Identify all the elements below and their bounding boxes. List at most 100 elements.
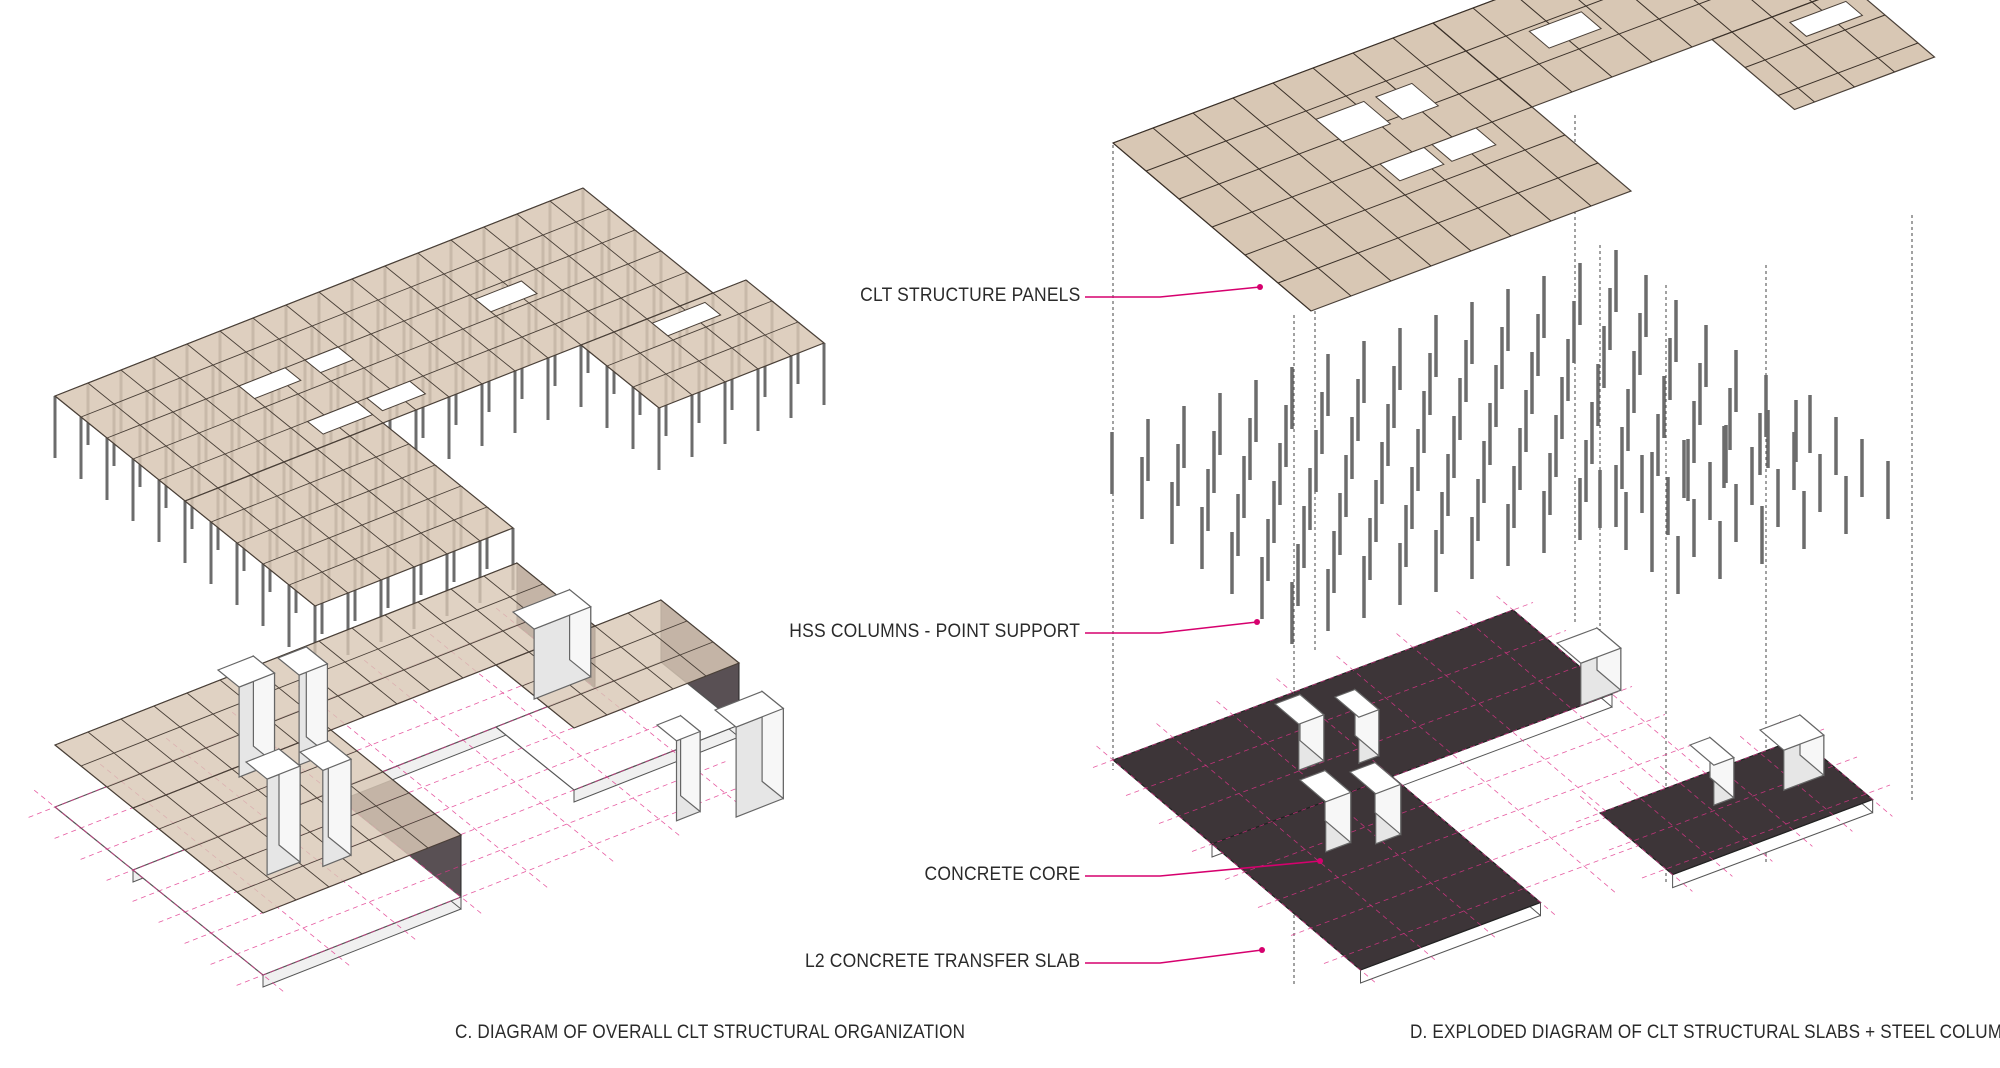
core-box <box>1758 713 1825 792</box>
grid-line <box>1578 0 1653 63</box>
core-top <box>511 589 592 630</box>
slab-opening <box>1431 127 1497 162</box>
grid-axis-line <box>1619 780 1733 877</box>
grid-axis-line <box>1779 720 1893 817</box>
diagram-d-exploded-diagram <box>1092 0 1936 985</box>
grid-line <box>318 640 398 705</box>
core-box <box>244 747 302 876</box>
grid-line <box>80 208 610 418</box>
core-box <box>276 645 329 766</box>
grid-line <box>549 200 681 307</box>
grid-line <box>106 604 570 788</box>
slab-opening <box>365 380 427 412</box>
core-top <box>1273 693 1325 725</box>
grid-axis-line <box>1224 714 1666 880</box>
grid-line <box>1472 7 1573 93</box>
grid-line <box>1277 162 1599 284</box>
grid-line <box>184 500 316 607</box>
grid-line <box>1432 22 1533 108</box>
caption-diagram-c: C. DIAGRAM OF OVERALL CLT STRUCTURAL ORG… <box>455 1022 966 1043</box>
grid-line <box>712 292 792 357</box>
grid-line <box>627 612 707 677</box>
core-box <box>713 690 785 818</box>
grid-line <box>580 279 747 346</box>
diagram-c-structural-organization <box>28 187 826 993</box>
grid-line <box>1465 0 1604 52</box>
core-top <box>216 655 276 688</box>
grid-axis-line <box>210 761 726 965</box>
upper-clt-plate <box>53 187 826 607</box>
grid-line <box>417 601 497 666</box>
leader-line <box>1085 621 1258 634</box>
transfer-slab-main <box>1111 608 1614 984</box>
slab-opening <box>1528 11 1603 49</box>
slab-opening <box>651 301 722 337</box>
core-top <box>1333 688 1380 718</box>
grid-line <box>632 321 799 388</box>
core-box <box>1348 761 1402 845</box>
core-box <box>1555 626 1622 707</box>
leader-dot <box>1317 858 1323 864</box>
grid-line <box>288 506 488 586</box>
grid-line <box>351 627 431 692</box>
grid-line <box>210 443 410 523</box>
grid-line <box>384 614 464 679</box>
slab-opening <box>1374 82 1440 120</box>
grid-axis-line <box>1257 742 1699 908</box>
grid-axis-line <box>1641 784 1891 879</box>
callout-clt-structure-panels: CLT STRUCTURE PANELS <box>859 285 1080 306</box>
callout-concrete-core: CONCRETE CORE <box>924 864 1080 885</box>
grid-line <box>1711 0 1819 40</box>
grid-line <box>349 435 481 542</box>
core-top <box>1348 761 1402 795</box>
grid-line <box>351 278 483 385</box>
grid-line <box>262 485 462 565</box>
grid-line <box>1693 0 1733 33</box>
slab-opening <box>1788 0 1864 37</box>
grid-line <box>580 344 660 409</box>
grid-line <box>316 448 448 555</box>
grid-line <box>132 807 264 914</box>
grid-axis-line <box>1096 745 1378 985</box>
grid-line <box>318 291 450 398</box>
grid-axis-line <box>1579 795 1693 892</box>
grid-line <box>153 356 285 463</box>
grid-line <box>1112 22 1434 144</box>
grid-axis-line <box>1699 750 1813 847</box>
grid-line <box>184 422 384 502</box>
grid-line <box>1731 31 1815 103</box>
grid-axis-line <box>1336 655 1618 895</box>
slab-opening <box>238 367 302 400</box>
core-box <box>1333 688 1380 765</box>
grid-line <box>606 300 773 367</box>
grid-line <box>613 331 693 396</box>
grid-axis-line <box>1659 765 1773 862</box>
grid-line <box>54 562 518 746</box>
grid-line <box>1751 0 1773 18</box>
grid-line <box>594 625 674 690</box>
top-clt-plate <box>1111 0 1936 312</box>
grid-axis-line <box>1276 678 1558 917</box>
core-top <box>1758 714 1825 751</box>
caption-diagram-d: D. EXPLODED DIAGRAM OF CLT STRUCTURAL SL… <box>1410 1022 2000 1043</box>
core-top <box>655 715 702 742</box>
leader-line <box>1085 860 1321 877</box>
leader-dot <box>1259 947 1265 953</box>
slab-opening <box>304 346 355 374</box>
grid-line <box>1244 134 1566 256</box>
callout-leaders <box>1085 284 1323 964</box>
core-top <box>1298 769 1352 803</box>
slab-opening <box>1314 100 1392 143</box>
callout-hss-columns: HSS COLUMNS - POINT SUPPORT <box>789 621 1080 642</box>
leader-dot <box>1257 284 1263 290</box>
grid-line <box>450 588 530 653</box>
grid-line <box>132 250 662 460</box>
grid-line <box>1777 42 1919 96</box>
grid-line <box>165 794 297 901</box>
callout-l2-concrete-transfer-slab: L2 CONCRETE TRANSFER SLAB <box>804 951 1080 972</box>
grid-line <box>283 461 415 568</box>
grid-line <box>120 369 252 476</box>
grid-line <box>547 641 714 708</box>
leader-line <box>1085 286 1261 298</box>
